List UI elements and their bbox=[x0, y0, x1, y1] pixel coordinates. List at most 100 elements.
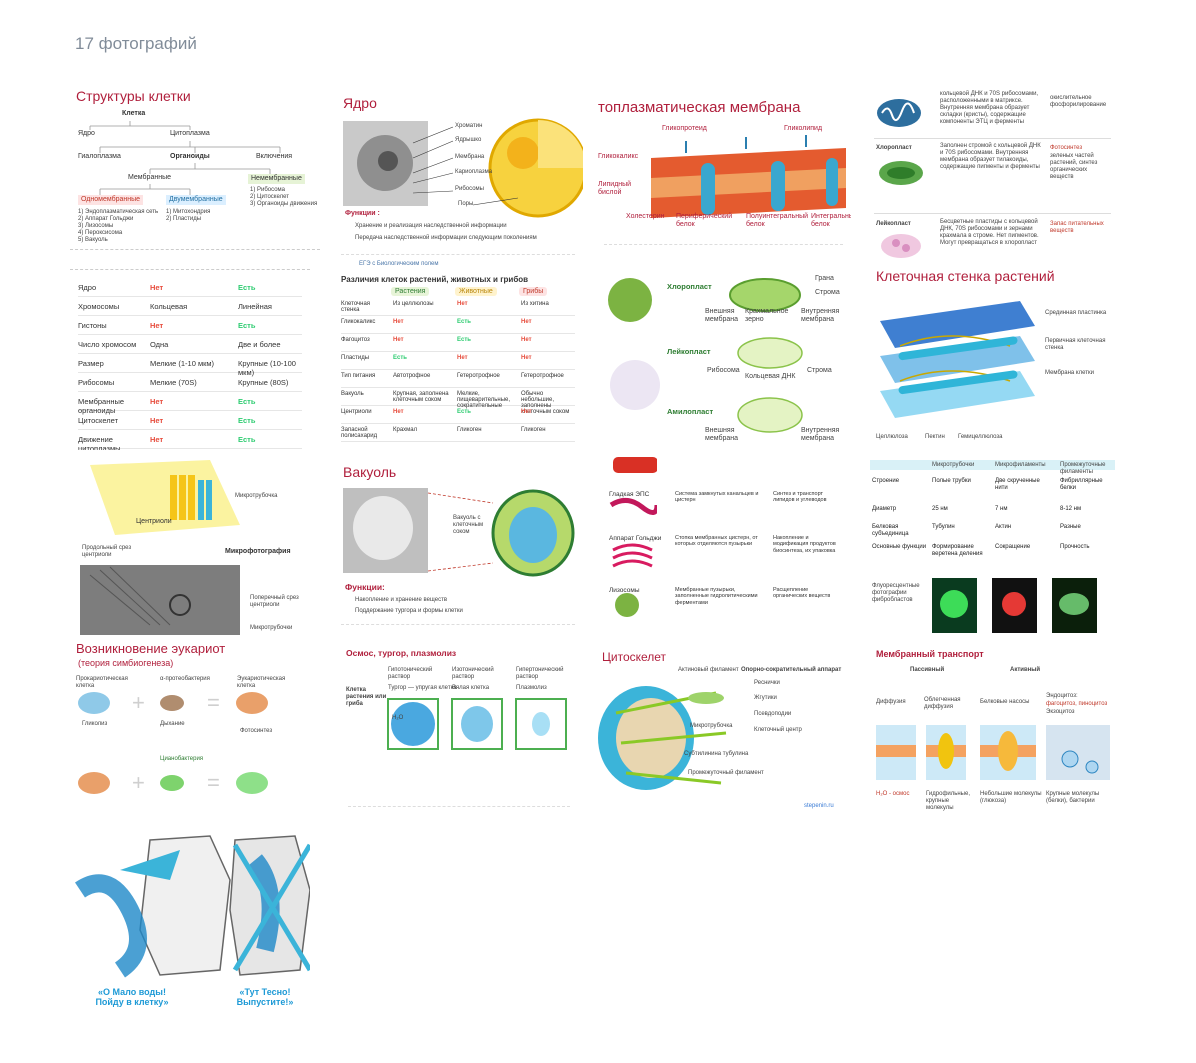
column-header: Промежуточные филаменты bbox=[1060, 462, 1106, 475]
photo-osmosis[interactable]: Осмос, тургор, плазмолиз Гипотонический … bbox=[340, 645, 578, 825]
function-item: Поддержание тургора и формы клетки bbox=[355, 608, 463, 614]
row-label: Размер bbox=[78, 359, 104, 368]
label: Первичная клеточная стенка bbox=[1045, 338, 1106, 351]
row-label: Хлоропласт bbox=[876, 145, 912, 151]
column-header: Гипотонический раствор bbox=[388, 667, 433, 680]
label: Гидрофильные, крупные молекулы bbox=[926, 791, 970, 811]
label: Вакуоль с клеточным соком bbox=[453, 515, 484, 535]
label: α-протеобактерия bbox=[160, 676, 210, 682]
photo-title: Структуры клетки bbox=[76, 88, 191, 104]
label: H₂O bbox=[392, 715, 404, 721]
cell-plants: Крахмал bbox=[393, 427, 418, 433]
photo-organelles-table[interactable]: кольцевой ДНК и 70S рибосомами, располож… bbox=[870, 83, 1115, 263]
cell-prokaryote: Нет bbox=[150, 397, 164, 406]
label: Периферический белок bbox=[676, 213, 733, 229]
label: Гемицеллюлоза bbox=[958, 434, 1003, 440]
cell-fungi: Нет bbox=[521, 409, 532, 415]
label: Небольшие молекулы (глюкоза) bbox=[980, 791, 1042, 804]
photo-cytoskeleton[interactable]: Цитоскелет Опорно-сократительный аппарат… bbox=[596, 645, 846, 820]
row-label: Основные функции bbox=[872, 544, 927, 550]
row-label: Центриоли bbox=[341, 409, 372, 415]
photo-title: Мембранный транспорт bbox=[876, 649, 984, 659]
row-label: Запасной полисахарид bbox=[341, 427, 378, 439]
cell-text: кольцевой ДНК и 70S рибосомами, располож… bbox=[940, 91, 1039, 125]
centriole-illustration bbox=[80, 460, 240, 635]
cell-fungi: Из хитина bbox=[521, 301, 549, 307]
cell-animals: Есть bbox=[457, 319, 471, 325]
label: Субтилинина тубулина bbox=[684, 751, 749, 757]
row-label: Гликокаликс bbox=[341, 319, 376, 325]
label: Лейкопласт bbox=[667, 347, 711, 356]
photo-title: топлазматическая мембрана bbox=[598, 99, 801, 116]
label: Эукариотическая клетка bbox=[237, 676, 286, 689]
label: Рибосомы bbox=[455, 186, 484, 192]
label: Гликопротеид bbox=[662, 125, 707, 132]
cell-plants: Автотрофное bbox=[393, 373, 431, 379]
site-label: stepenin.ru bbox=[804, 803, 834, 809]
label: Ядрышко bbox=[455, 137, 482, 143]
photo-plastids[interactable]: Хлоропласт Внешняя мембрана Крахмальное … bbox=[605, 275, 845, 450]
cell: Фибриллярные белки bbox=[1060, 478, 1103, 491]
row-label: Ядро bbox=[78, 283, 97, 292]
photo-osmosis-comic[interactable]: «О Мало воды! Пойду в клетку» «Тут Тесно… bbox=[70, 830, 310, 1015]
photo-cell-structures[interactable]: Структуры клетки Клетка Ядро Цитоплазма … bbox=[70, 83, 320, 258]
photo-cell-differences[interactable]: Различия клеток растений, животных и гри… bbox=[333, 275, 583, 450]
photo-title: Осмос, тургор, плазмолиз bbox=[346, 648, 457, 658]
photo-title: Возникновение эукариот bbox=[76, 641, 226, 656]
label: Цианобактерия bbox=[160, 756, 204, 762]
cell-animals: Гетеротрофное bbox=[457, 373, 500, 379]
label: Кольцевая ДНК bbox=[745, 373, 796, 380]
cell-plants: Нет bbox=[393, 337, 404, 343]
cell-plants: Нет bbox=[393, 409, 404, 415]
cell: Полые трубки bbox=[932, 478, 971, 484]
photo-cytoskeleton-table[interactable]: Микротрубочки Микрофиламенты Промежуточн… bbox=[870, 458, 1115, 643]
label: Центриоли bbox=[136, 518, 172, 525]
label: Гликолиз bbox=[82, 721, 108, 727]
cell-prokaryote: Нет bbox=[150, 416, 164, 425]
footer bbox=[341, 624, 575, 643]
cell-text: окислительное фосфорилирование bbox=[1050, 95, 1107, 108]
label: Внешняя мембрана bbox=[705, 308, 738, 324]
label: Одномембранные bbox=[78, 195, 144, 206]
cell: Тубулин bbox=[932, 524, 955, 530]
column-header: Микротрубочки bbox=[932, 462, 975, 468]
label: Полуинтегральный белок bbox=[746, 213, 809, 229]
label: Интегральный белок bbox=[811, 213, 851, 229]
label: Белковые насосы bbox=[980, 699, 1030, 705]
cell-eukaryote: Есть bbox=[238, 416, 256, 425]
photo-centrioles[interactable]: Микротрубочка Центриоли Продольный срез … bbox=[70, 455, 310, 640]
header-plants: Растения bbox=[391, 287, 430, 296]
photo-symbiogenesis[interactable]: Возникновение эукариот (теория симбиоген… bbox=[72, 640, 310, 820]
photo-title: Различия клеток растений, животных и гри… bbox=[341, 275, 529, 284]
cell-prokaryote: Нет bbox=[150, 321, 164, 330]
header: Опорно-сократительный аппарат bbox=[741, 667, 842, 673]
cell-eukaryote: Две и более bbox=[238, 340, 281, 349]
label: Прокариотическая клетка bbox=[76, 676, 128, 689]
label: Внутренняя мембрана bbox=[801, 308, 840, 324]
photo-nucleus[interactable]: Ядро Хроматин Ядрышко Мембрана Кариоплаз… bbox=[333, 83, 583, 273]
photo-cell-wall[interactable]: Клеточная стенка растений Срединная плас… bbox=[870, 268, 1115, 448]
cell: Прочность bbox=[1060, 544, 1090, 550]
side-text: Флуоресцентные фотографии фибробластов bbox=[872, 583, 920, 603]
label: Рибосома bbox=[707, 367, 740, 374]
row-label: Гладкая ЭПС bbox=[609, 491, 650, 498]
caption: «Тут Тесно! Выпустите!» bbox=[236, 987, 294, 1008]
photo-membrane[interactable]: топлазматическая мембрана Гликопротеид Г… bbox=[596, 83, 851, 263]
cell-eukaryote: Есть bbox=[238, 397, 256, 406]
list: 1) Митохондрия 2) Пластиды bbox=[166, 209, 211, 222]
photo-membrane-transport[interactable]: Мембранный транспорт Пассивный Активный … bbox=[870, 645, 1115, 825]
row-label: Строение bbox=[872, 478, 900, 484]
row-label: Белковая субъединица bbox=[872, 524, 909, 537]
label: Актиновый филамент bbox=[678, 667, 739, 673]
photo-vacuole[interactable]: Вакуоль Вакуоль с клеточным соком Функци… bbox=[333, 458, 583, 643]
label: Органоиды bbox=[170, 153, 210, 160]
footer bbox=[348, 806, 570, 825]
functions-title: Функции : bbox=[345, 210, 380, 217]
